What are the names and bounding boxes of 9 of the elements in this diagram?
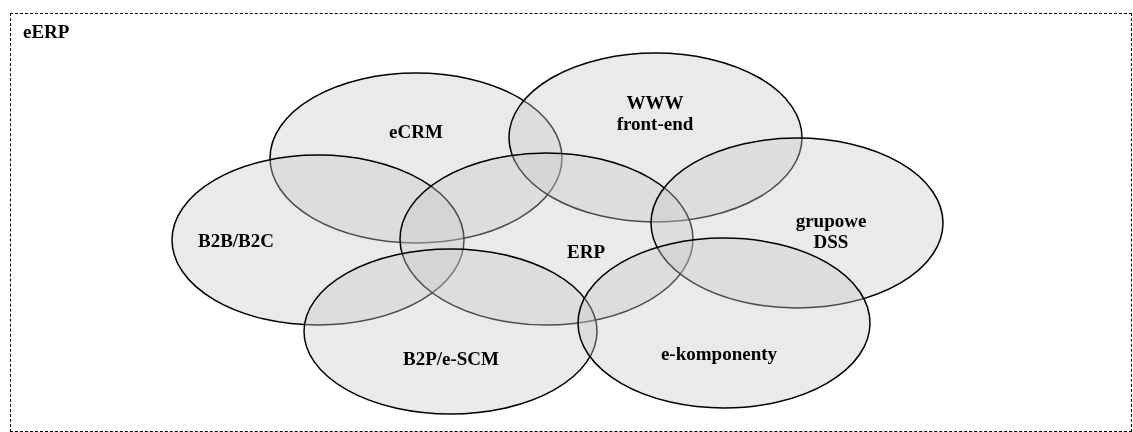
- ellipse-label: grupowe DSS: [794, 210, 868, 252]
- ellipse-label: ERP: [566, 240, 606, 262]
- ellipse-label: WWW front-end: [615, 92, 695, 134]
- frame-title: eERP: [23, 21, 71, 42]
- ellipse-label: e-komponenty: [659, 342, 779, 364]
- ellipse-label: eCRM: [388, 120, 444, 142]
- ellipse-label: B2B/B2C: [197, 229, 275, 251]
- ellipse-label: B2P/e-SCM: [401, 347, 500, 369]
- dashed-frame: [10, 13, 1132, 432]
